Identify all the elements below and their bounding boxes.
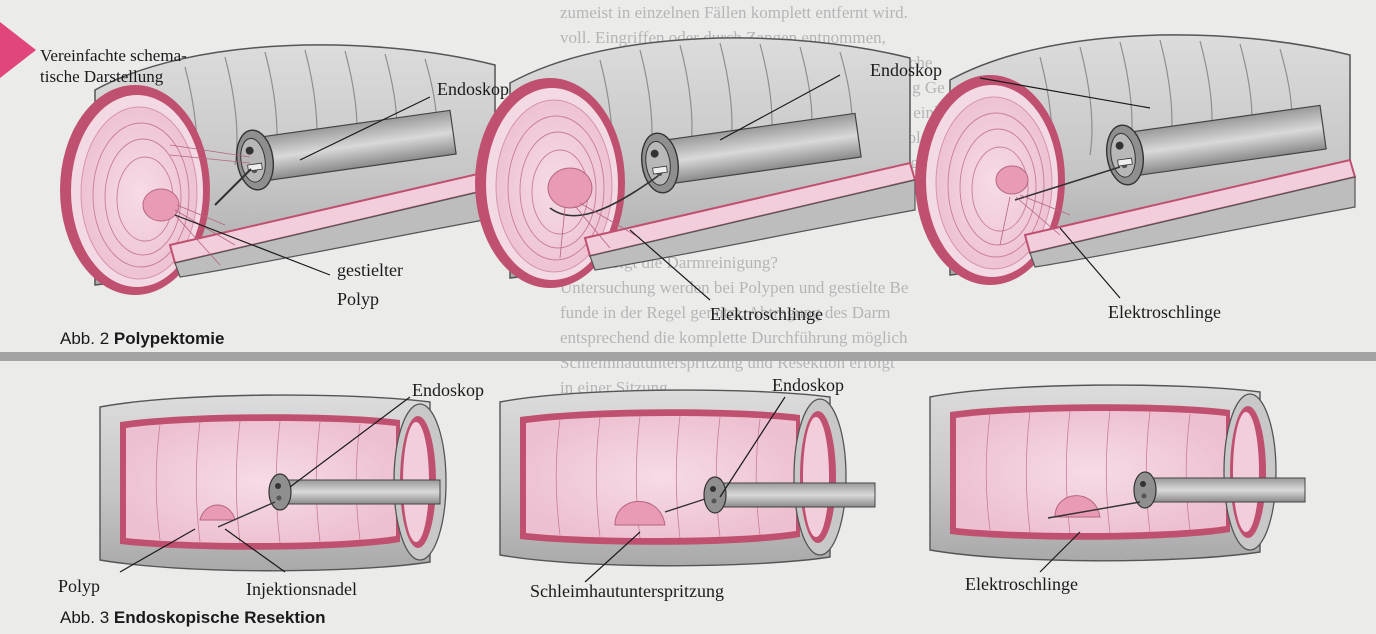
caption-title: Polypektomie: [114, 329, 225, 348]
resektion-step-3: [930, 385, 1305, 561]
figure-endoskopische-resektion: Endoskop Endoskop Polyp Injektionsnadel …: [0, 357, 1376, 634]
label-polyp: Polyp: [337, 289, 379, 309]
figure-caption: Abb. 3 Endoskopische Resektion: [60, 608, 326, 628]
polypektomie-step-3: [915, 35, 1355, 285]
caption-title: Endoskopische Resektion: [114, 608, 326, 627]
caption-number: Abb. 3: [60, 608, 114, 627]
label-elektroschlinge: Elektroschlinge: [965, 574, 1078, 594]
label-endoskop: Endoskop: [870, 60, 942, 80]
label-schleimhautunterspritzung: Schleimhautunterspritzung: [530, 581, 724, 601]
polypektomie-illustration: Endoskop gestielter Polyp Elektroschling…: [0, 0, 1376, 357]
label-gestielter: gestielter: [337, 260, 403, 280]
figure-divider: [0, 352, 1376, 361]
label-endoskop: Endoskop: [412, 380, 484, 400]
label-injektionsnadel: Injektionsnadel: [246, 579, 357, 599]
label-elektroschlinge: Elektroschlinge: [710, 304, 823, 324]
label-endoskop: Endoskop: [772, 375, 844, 395]
label-elektroschlinge: Elektroschlinge: [1108, 302, 1221, 322]
figure-polypektomie: Endoskop gestielter Polyp Elektroschling…: [0, 0, 1376, 357]
caption-number: Abb. 2: [60, 329, 114, 348]
resektion-illustration: Endoskop Endoskop Polyp Injektionsnadel …: [0, 357, 1376, 634]
figure-caption: Abb. 2 Polypektomie: [60, 329, 224, 349]
resektion-step-1: [100, 395, 446, 571]
corner-marker: [0, 22, 40, 83]
schematic-note: Vereinfachte schema- tische Darstellung: [40, 45, 187, 87]
polypektomie-step-2: [475, 38, 915, 288]
resektion-step-2: [500, 390, 875, 566]
label-endoskop: Endoskop: [437, 79, 509, 99]
label-polyp: Polyp: [58, 576, 100, 596]
